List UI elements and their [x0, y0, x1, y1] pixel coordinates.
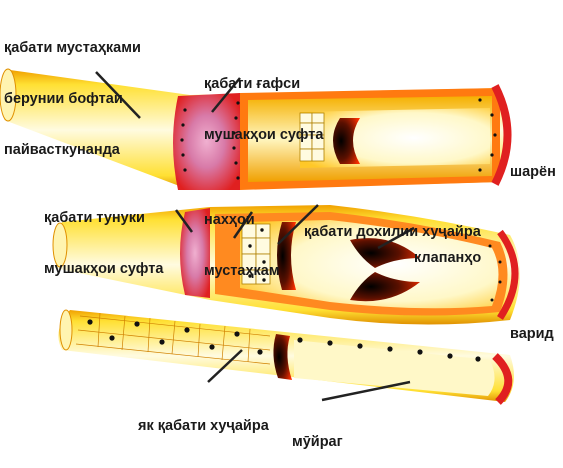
label-strong-fibers: нахҳои мустаҳкам: [204, 178, 280, 297]
artery-lumen: [300, 108, 490, 168]
blood-vessels-diagram: қабати мустаҳками берунии бофтаи пайваст…: [0, 0, 563, 422]
label-middle-layer: қабати ғафси мушакҳои суфта: [204, 42, 323, 161]
label-thin-muscle-layer: қабати тунуки мушакҳои суфта: [44, 176, 163, 295]
label-vein: варид: [510, 292, 554, 360]
label-outer-layer: қабати мустаҳками берунии бофтаи пайваст…: [4, 6, 141, 176]
label-artery: шарён: [510, 130, 556, 198]
label-capillary: мӯйраг: [292, 400, 343, 468]
capillary-cut-end: [60, 310, 72, 350]
label-valves: клапанҳо: [414, 216, 481, 284]
label-single-cell-layer: як қабати хуҷайра: [138, 384, 269, 452]
